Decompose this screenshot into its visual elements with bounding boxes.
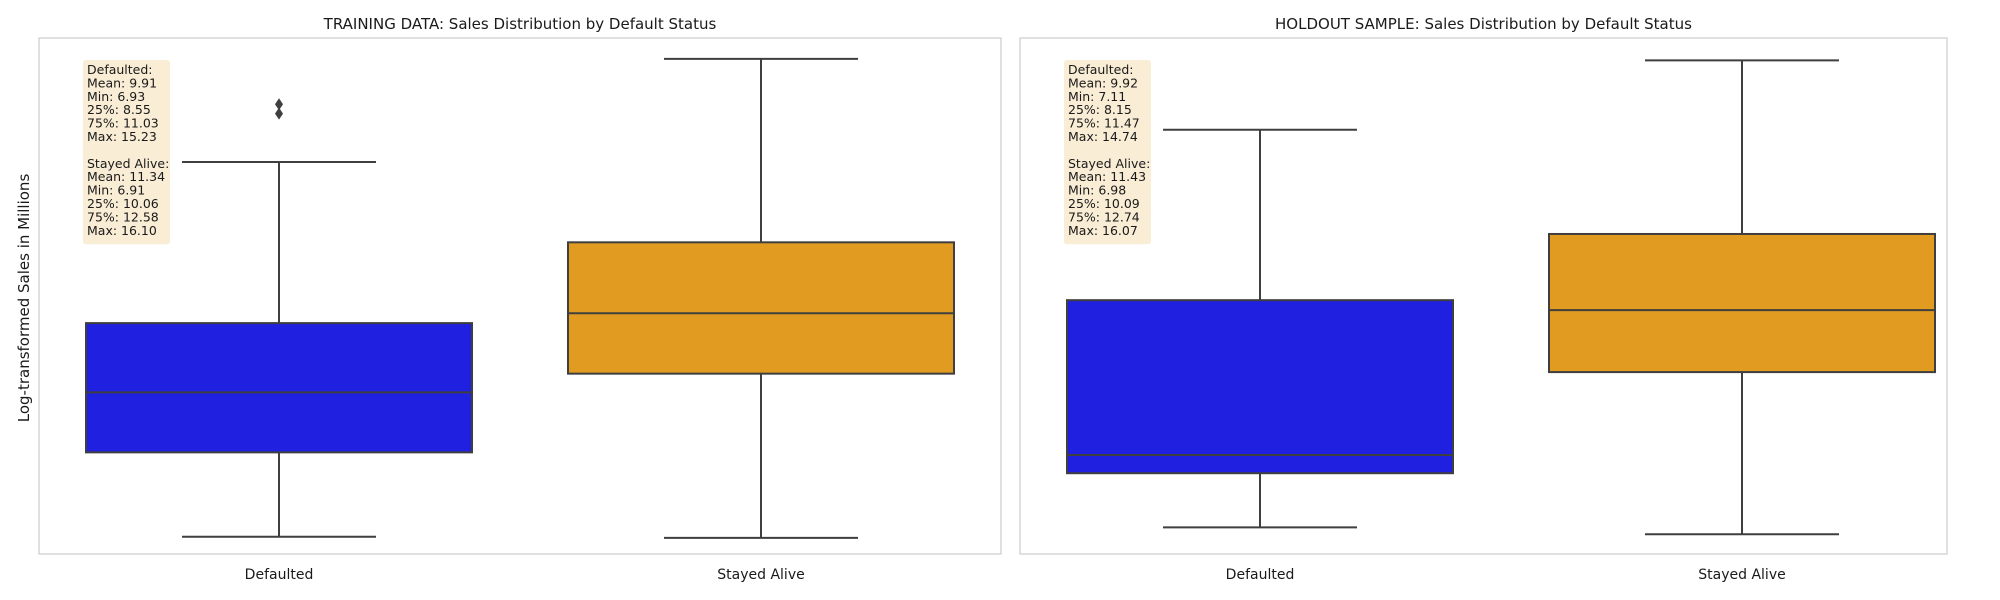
panel1-stats-line: Defaulted:	[87, 62, 153, 77]
panel1-stats-line: Min: 6.93	[87, 89, 145, 104]
panel1-defaulted-outlier-0	[275, 107, 283, 120]
panel1-stats-line: Stayed Alive:	[87, 156, 169, 171]
panel2-stats-line: Min: 7.11	[1068, 89, 1126, 104]
panel1-defaulted-box	[85, 322, 473, 454]
panel2-stats-line: 25%: 8.15	[1068, 102, 1132, 117]
panel2-stats-line: Mean: 9.92	[1068, 75, 1138, 90]
panel2-stats-line: 75%: 12.74	[1068, 209, 1140, 224]
panel1-stats-line: 75%: 11.03	[87, 116, 159, 131]
panel2-stats-line: Max: 14.74	[1068, 129, 1138, 144]
y-axis-label: Log-transformed Sales in Millions	[15, 174, 33, 423]
panel1-defaulted-outlier-1	[275, 98, 283, 111]
panel2-stats-line: Mean: 11.43	[1068, 169, 1146, 184]
panel2-stats-line: Max: 16.07	[1068, 223, 1138, 238]
panel1-stats-line: Mean: 11.34	[87, 169, 165, 184]
panel2-stats-line: Min: 6.98	[1068, 183, 1126, 198]
panel2-stats-line: 75%: 11.47	[1068, 116, 1140, 131]
panel1-stats-box	[83, 60, 170, 245]
panel2-defaulted-box	[1066, 299, 1454, 475]
panel1-stats-line: Min: 6.91	[87, 183, 145, 198]
panel1-stats-line: Max: 15.23	[87, 129, 157, 144]
panel1-x-tick-1: Stayed Alive	[717, 567, 804, 583]
panel1-stayed-alive-box	[567, 241, 955, 375]
panel2-stats-line: Stayed Alive:	[1068, 156, 1150, 171]
panel1-title: TRAINING DATA: Sales Distribution by Def…	[323, 15, 717, 33]
panel2-title: HOLDOUT SAMPLE: Sales Distribution by De…	[1275, 15, 1692, 33]
panel2-stats-line: Defaulted:	[1068, 62, 1134, 77]
panel1-stats-line: Mean: 9.91	[87, 75, 157, 90]
panel2-stats-line: 25%: 10.09	[1068, 196, 1140, 211]
panel1-stats-line: 25%: 10.06	[87, 196, 159, 211]
panel2-x-tick-1: Stayed Alive	[1698, 567, 1785, 583]
panel1-stats-line: Max: 16.10	[87, 223, 157, 238]
panel2-stats-box	[1064, 60, 1151, 245]
panel1-x-tick-0: Defaulted	[245, 567, 314, 583]
panel1-stats-line: 25%: 8.55	[87, 102, 151, 117]
panel2-x-tick-0: Defaulted	[1226, 567, 1295, 583]
panel2-stayed-alive-box	[1548, 232, 1936, 374]
panel1-stats-line: 75%: 12.58	[87, 209, 159, 224]
